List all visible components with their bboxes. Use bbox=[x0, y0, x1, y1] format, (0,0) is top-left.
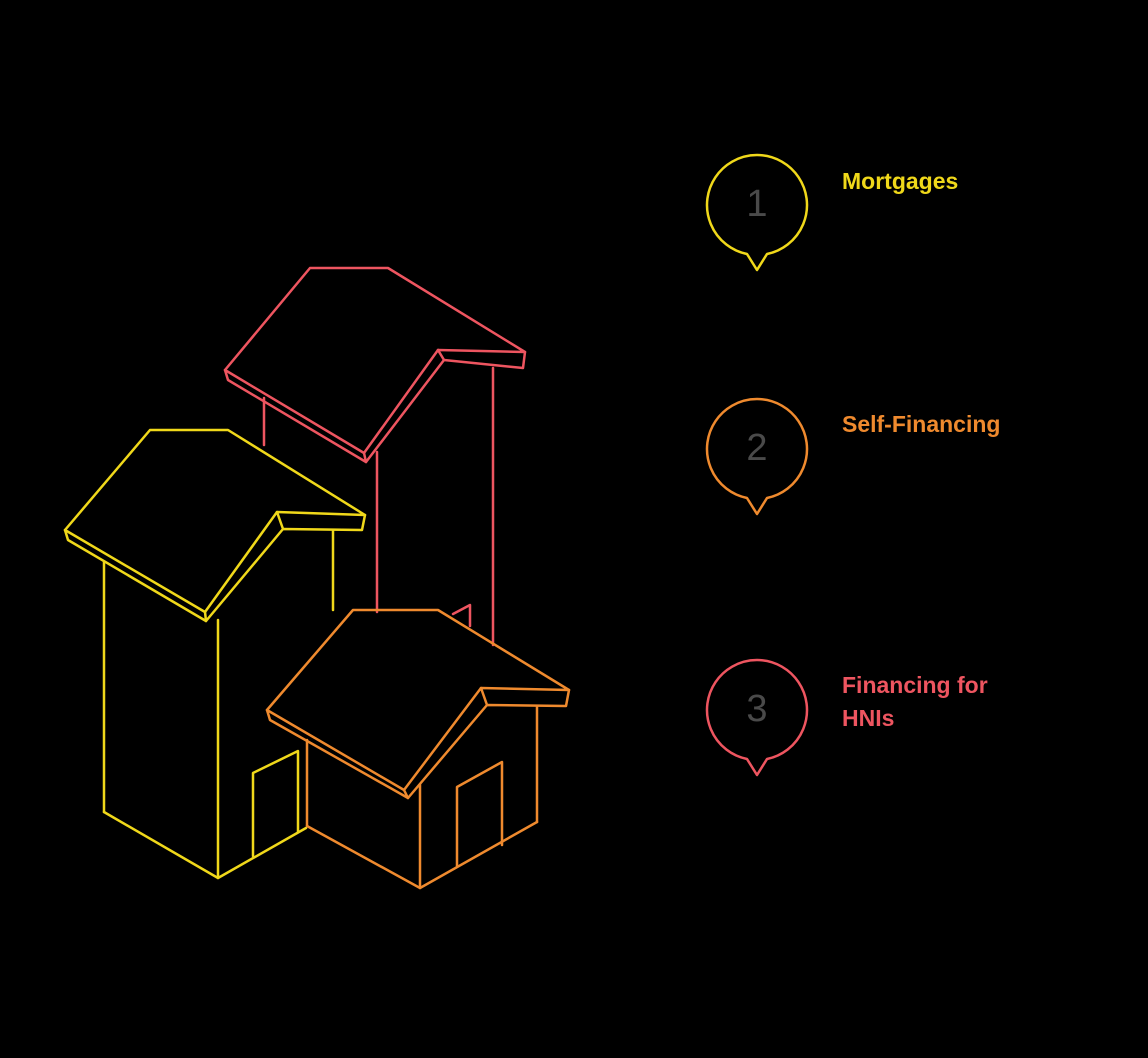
item-number: 3 bbox=[746, 688, 768, 730]
map-pin-icon bbox=[705, 658, 809, 777]
label-line-2: HNIs bbox=[842, 705, 895, 731]
label-line-1: Financing for bbox=[842, 672, 988, 698]
orange-house bbox=[265, 608, 571, 890]
pin-marker-2: 2 bbox=[702, 396, 812, 526]
item-label-financing-for-hnis: Financing for HNIs bbox=[842, 669, 988, 735]
pin-marker-1: 1 bbox=[702, 152, 812, 282]
red-house bbox=[223, 266, 527, 647]
yellow-house bbox=[63, 428, 367, 880]
item-label-self-financing: Self-Financing bbox=[842, 411, 1001, 437]
map-pin-icon bbox=[705, 397, 809, 516]
item-number: 2 bbox=[746, 427, 768, 469]
map-pin-icon bbox=[705, 153, 809, 272]
pin-marker-3: 3 bbox=[702, 657, 812, 787]
item-number: 1 bbox=[746, 183, 768, 225]
item-label-mortgages: Mortgages bbox=[842, 168, 959, 194]
